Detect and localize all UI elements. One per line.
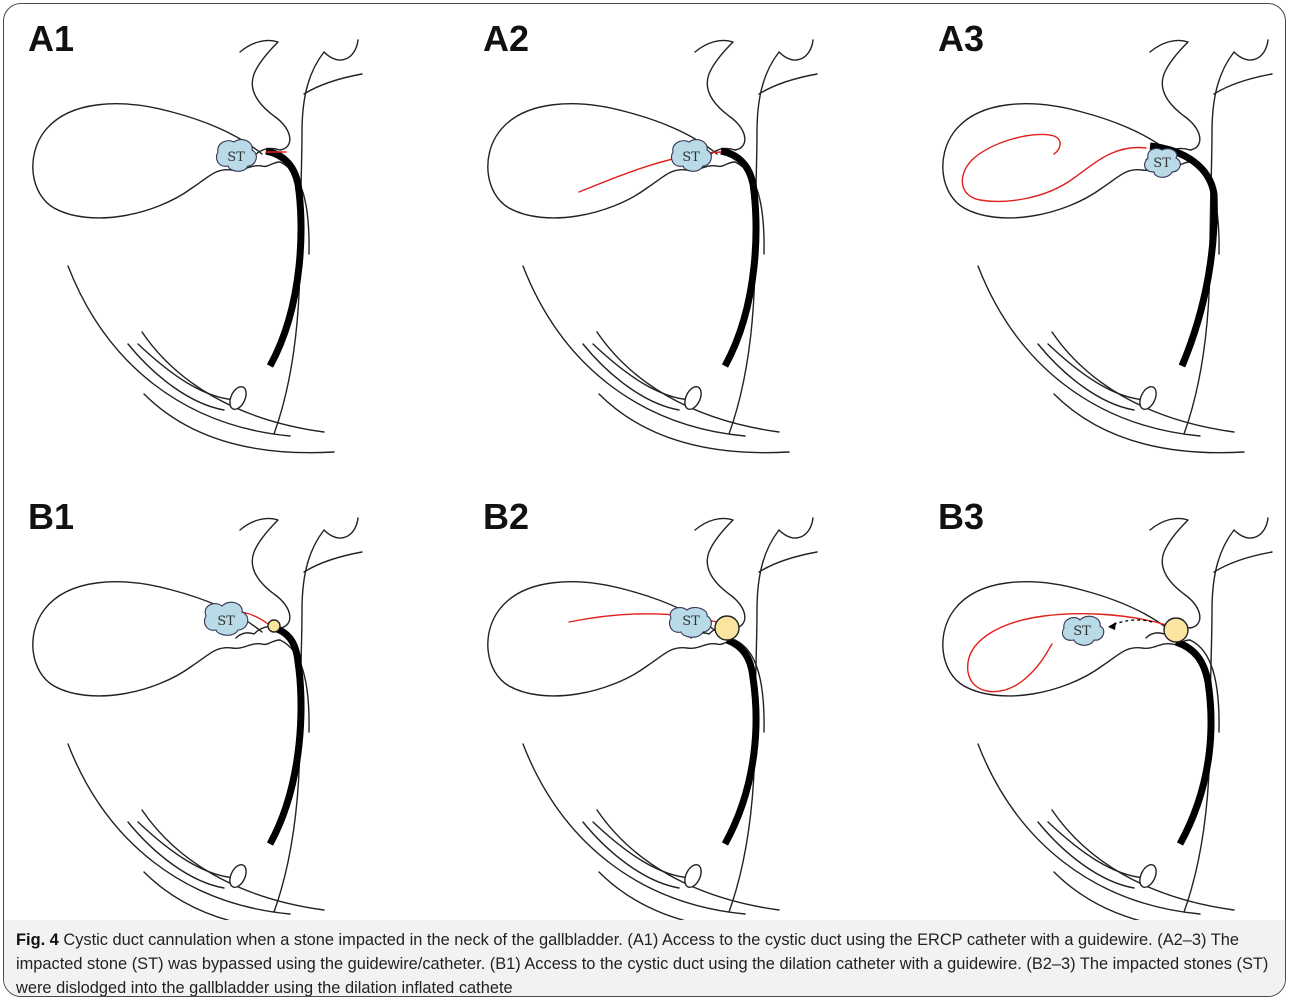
hepatic-duct-branch [779,518,813,538]
caption-prefix: Fig. 4 [16,931,59,949]
dilation-balloon [268,620,280,632]
duodenum-wall [523,266,745,436]
stone-label: ST [227,150,245,165]
hepatic-duct-branch [304,552,362,572]
pancreatic-duct-opening [227,384,250,412]
pancreatic-duct-opening [682,384,705,412]
caption-band: Fig. 4 Cystic duct cannulation when a st… [4,920,1285,997]
pancreatic-duct-wall [593,344,691,400]
dislodge-arrow [1110,620,1152,626]
panel-b1: B1 ST [4,482,434,942]
hepatic-duct-left [1150,518,1200,628]
hepatic-duct-branch [1234,518,1268,538]
dilation-balloon [1164,618,1188,642]
hepatic-duct-branch [759,74,817,94]
hepatic-duct-left [1150,40,1200,150]
stone-label: ST [1073,624,1091,639]
stone-label: ST [682,614,700,629]
duodenum-wall [978,744,1200,914]
pancreatic-duct-wall [1048,344,1146,400]
hepatic-duct-branch [1234,40,1268,60]
pancreatic-duct-wall [138,344,236,400]
pancreatic-duct-opening [1137,384,1160,412]
stone-label: ST [217,614,235,629]
dilation-balloon [715,616,739,640]
hepatic-duct-branch [1214,552,1272,572]
figure-frame: A1 ST A2 ST A3 ST B1 ST B2 ST B3 ST Fig.… [3,3,1286,997]
duodenum-wall [597,332,779,432]
catheter [1150,146,1214,366]
hepatic-duct-left [695,40,745,150]
caption-text: Cystic duct cannulation when a stone imp… [16,931,1268,997]
hepatic-duct-left [240,40,290,150]
hepatic-duct-branch [304,74,362,94]
common-bile-duct-inner [735,640,764,732]
pancreatic-duct-opening [682,862,705,890]
gallbladder-outline [33,582,280,696]
panel-b3: B3 ST [914,482,1286,942]
anatomy-diagram-a3: ST [914,4,1286,464]
pancreatic-duct-wall [1048,822,1146,878]
panel-a2: A2 ST [459,4,889,464]
duodenum-wall [142,810,324,910]
hepatic-duct-branch [324,518,358,538]
duodenum-wall [68,744,290,914]
pancreatic-duct-opening [1137,862,1160,890]
anatomy-diagram-b2: ST [459,482,889,942]
hepatic-duct-branch [1214,74,1272,94]
duodenum-wall [1052,332,1234,432]
duodenum-wall [597,810,779,910]
duodenum-wall [1052,810,1234,910]
anatomy-diagram-b1: ST [4,482,434,942]
hepatic-duct-branch [324,40,358,60]
duodenum-wall [68,266,290,436]
anatomy-diagram-b3: ST [914,482,1286,942]
panel-a1: A1 ST [4,4,434,464]
pancreatic-duct-opening [227,862,250,890]
duodenum-wall [142,332,324,432]
hepatic-duct-left [240,518,290,628]
duodenum-wall [523,744,745,914]
hepatic-duct-branch [759,552,817,572]
panel-a3: A3 ST [914,4,1286,464]
guidewire [962,134,1146,201]
duodenum-wall [978,266,1200,436]
panel-b2: B2 ST [459,482,889,942]
anatomy-diagram-a2: ST [459,4,889,464]
pancreatic-duct-wall [593,822,691,878]
pancreatic-duct-wall [138,822,236,878]
dislodge-arrowhead [1108,622,1116,630]
stone-label: ST [682,150,700,165]
anatomy-diagram-a1: ST [4,4,434,464]
stone-label: ST [1153,156,1171,171]
common-bile-duct-wall [1184,52,1234,434]
gallbladder-outline [488,582,735,696]
figure-caption: Fig. 4 Cystic duct cannulation when a st… [16,928,1274,997]
hepatic-duct-branch [779,40,813,60]
